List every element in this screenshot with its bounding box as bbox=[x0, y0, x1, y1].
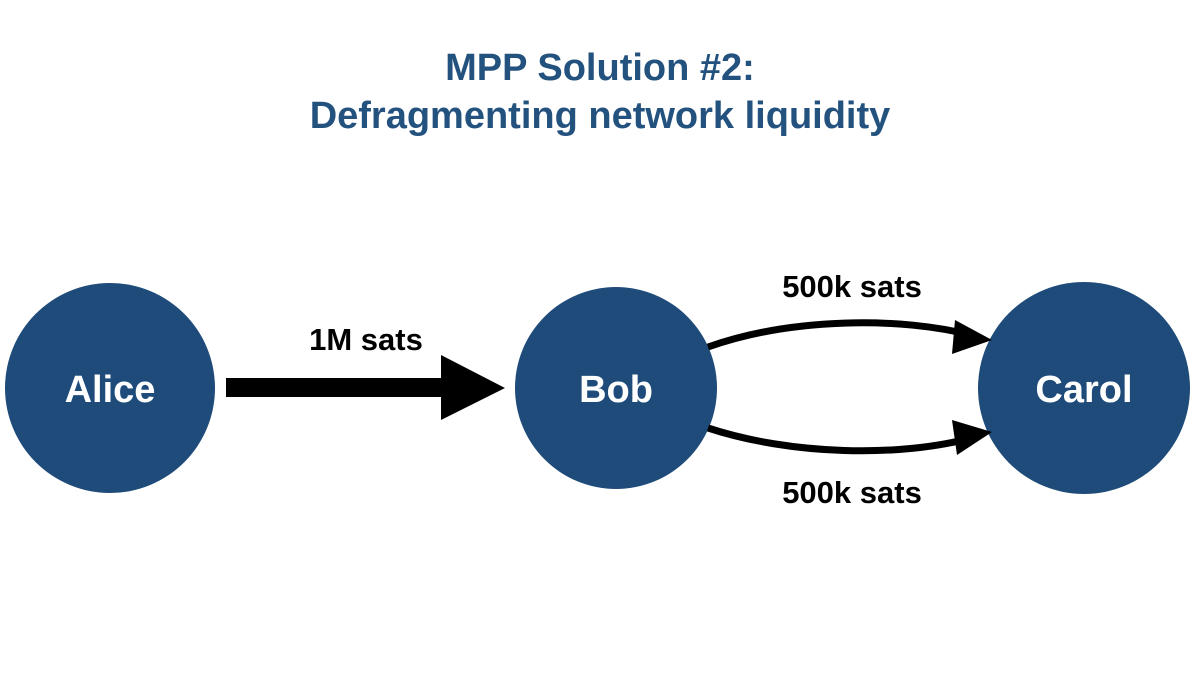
edge-alice-bob-arrowhead bbox=[441, 355, 505, 420]
node-alice-label: Alice bbox=[65, 369, 156, 411]
edge-bob-carol-top-arrowhead bbox=[952, 320, 992, 354]
edge-alice-bob-shaft bbox=[226, 378, 446, 397]
edge-bob-carol-bottom-arrowhead bbox=[952, 420, 992, 455]
edge-bob-carol-top: 500k sats bbox=[706, 269, 992, 354]
node-bob-label: Bob bbox=[579, 369, 653, 411]
edge-bob-carol-bottom-label: 500k sats bbox=[782, 475, 922, 510]
node-alice-circle bbox=[5, 283, 215, 493]
edge-bob-carol-bottom-path bbox=[706, 424, 976, 455]
title-line-1: MPP Solution #2: bbox=[445, 47, 755, 89]
node-carol-circle bbox=[978, 282, 1190, 494]
edge-alice-bob-label: 1M sats bbox=[309, 322, 423, 357]
edge-alice-bob: 1M sats bbox=[226, 322, 505, 420]
node-alice: Alice bbox=[5, 283, 215, 493]
node-carol-label: Carol bbox=[1035, 369, 1132, 411]
node-bob-circle bbox=[515, 287, 717, 489]
node-bob: Bob bbox=[515, 287, 717, 489]
edge-bob-carol-top-path bbox=[706, 319, 976, 351]
slide-title: MPP Solution #2: Defragmenting network l… bbox=[0, 44, 1200, 140]
title-line-2: Defragmenting network liquidity bbox=[309, 95, 891, 137]
edge-bob-carol-top-label: 500k sats bbox=[782, 269, 922, 304]
edge-bob-carol-bottom: 500k sats bbox=[706, 420, 992, 510]
node-carol: Carol bbox=[978, 282, 1190, 494]
